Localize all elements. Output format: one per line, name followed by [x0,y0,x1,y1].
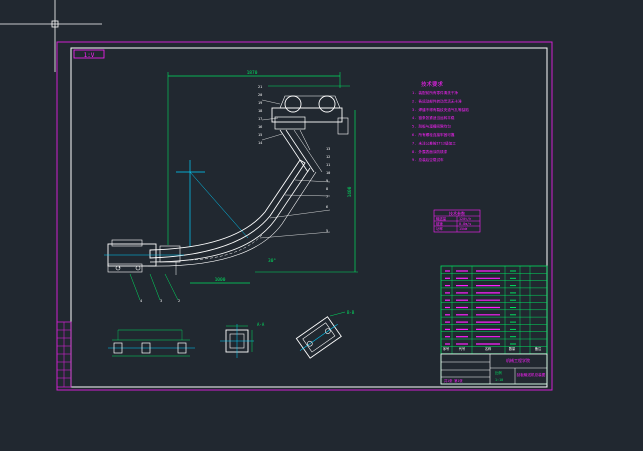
part-balloon: 4 [140,299,142,303]
section-a-label: A-A [257,322,265,327]
sheet-inner-border [70,47,548,388]
note-line: 5. 刮板与溜槽间隙均匀 [412,124,451,129]
param-row-value: 0.8m/s [459,222,471,226]
part-balloon: 8 [326,187,328,191]
note-line: 9. 总装后空载试车 [412,157,444,162]
part-balloon: 7 [326,195,328,199]
part-balloon: 3 [160,299,162,303]
part-balloon: 15 [258,133,262,137]
part-balloon: 17 [258,117,262,121]
parts-list-header-cell: 名称 [485,346,492,351]
title-block[interactable]: 序号 代号 名称 数量 备注 机械工程学院 刮板输送机总装图 比例 1:10 共1张 第… [440,265,548,385]
section-view-c[interactable]: B-B [293,310,355,360]
dim-bottom-length: 1000 [215,277,226,283]
param-row-label: 输送量 [436,216,447,221]
note-line: 8. 外露表面涂防锈漆 [412,149,448,154]
parts-list-header-cell: 代号 [459,346,465,351]
part-balloon: 18 [258,109,262,113]
crosshair-cursor [0,0,102,72]
part-balloon: 5 [326,229,328,233]
section-b-label: B-B [347,310,355,315]
sheet-outer-border [56,41,553,391]
part-balloon: 2 [178,299,180,303]
note-line: 2. 各运动部件转动灵活无卡滞 [412,98,462,103]
title-block-scale: 1:10 [495,378,503,382]
part-balloon: 12 [326,155,330,159]
dim-side-height: 1400 [347,186,353,197]
parameter-table: 技术参数 输送量 120t/h 链速 0.8m/s 功率 15kW [433,209,481,233]
part-balloon: 13 [326,147,330,151]
param-table-title: 技术参数 [449,210,465,216]
technical-notes: 技术要求 1. 装配前所有零件清洗干净 2. 各运动部件转动灵活无卡滞 3. 焊缝不… [412,80,469,162]
note-line: 1. 装配前所有零件清洗干净 [412,90,458,95]
section-view-a[interactable] [108,329,195,357]
title-tab-text: 1:V [84,52,95,59]
note-line: 6. 所有螺栓连接牢固可靠 [412,132,455,137]
dim-angle: 30° [268,258,276,264]
note-line: 3. 焊缝不得有裂纹夹渣气孔等缺陷 [412,107,469,112]
part-balloon: 10 [326,171,330,175]
dim-top-width: 1870 [247,70,258,76]
param-row-label: 功率 [436,226,443,231]
title-block-drawing-name: 刮板输送机总装图 [517,372,546,377]
part-balloon: 14 [258,141,262,145]
part-balloon: 9 [326,179,328,183]
title-tab-box [73,49,105,59]
part-balloon: 21 [258,85,262,89]
parts-list-header-cell: 备注 [535,346,542,351]
left-binding-strip [56,321,72,388]
part-balloon: 11 [326,163,330,167]
parts-list-header-cell: 序号 [443,346,449,351]
note-line: 7. 未注公差按IT12级加工 [412,140,456,145]
parts-list-header-cell: 数量 [509,346,516,351]
part-balloon: 19 [258,101,262,105]
title-block-sheet: 共1张 第1张 [444,378,463,383]
param-row-value: 15kW [459,227,468,231]
part-balloon: 6 [326,205,328,209]
notes-title: 技术要求 [421,80,444,88]
note-line: 4. 链条张紧适当运转平稳 [412,115,455,120]
part-balloon: 16 [258,125,262,129]
title-block-school: 机械工程学院 [506,357,530,363]
main-assembly-view[interactable]: 1870 1400 1000 30° [104,70,358,301]
section-view-b[interactable]: A-A [220,322,265,358]
param-row-value: 120t/h [459,217,471,221]
part-balloon: 20 [258,93,262,97]
part-balloon: 1 [118,265,120,269]
title-block-scale-label: 比例 [495,370,502,375]
param-row-label: 链速 [436,221,443,226]
